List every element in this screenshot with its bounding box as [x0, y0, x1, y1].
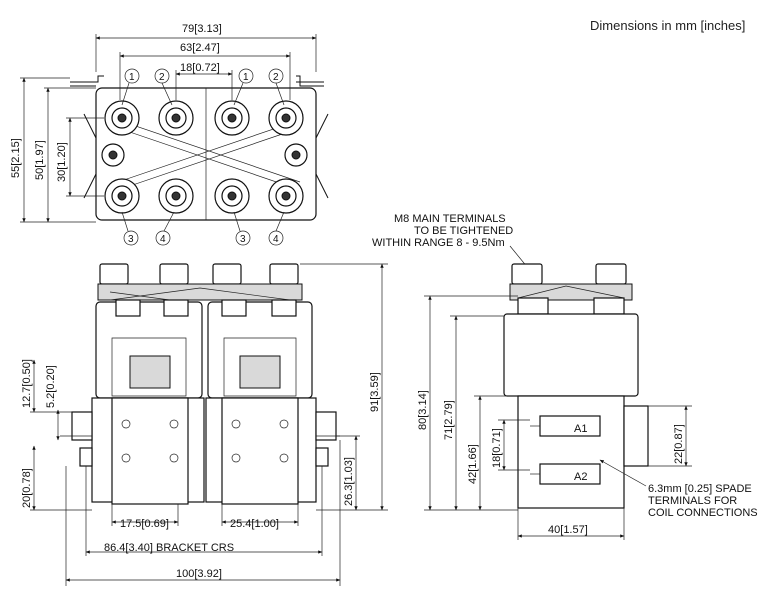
dim-25-4: 25.4[1.00]: [221, 504, 299, 530]
dim-height-overall: 55[2.15]: [10, 77, 96, 223]
svg-text:3: 3: [240, 234, 246, 245]
units-note: Dimensions in mm [inches]: [590, 18, 745, 33]
dim-height-terminals: 30[1.20]: [56, 117, 104, 197]
note-spade-3: COIL CONNECTIONS: [648, 507, 758, 519]
svg-text:86.4[3.40] BRACKET CRS: 86.4[3.40] BRACKET CRS: [104, 542, 234, 554]
top-terminals: [104, 100, 304, 136]
dim-17-5: 17.5[0.69]: [111, 504, 179, 530]
note-spade-2: TERMINALS FOR: [648, 495, 737, 507]
svg-text:40[1.57]: 40[1.57]: [548, 524, 588, 536]
dim-side-22: 22[0.87]: [648, 405, 692, 467]
dim-width-overall: 79[3.13]: [95, 23, 317, 72]
top-view: 1 2 1 2 3 4 3 4 79[3.13] 63[2.47]: [10, 23, 329, 246]
dim-26-3: 26.3[1.03]: [336, 435, 360, 511]
dim-bracket-crs: 86.4[3.40] BRACKET CRS: [85, 466, 323, 556]
svg-text:63[2.47]: 63[2.47]: [180, 42, 220, 54]
note-main-terminals-3: WITHIN RANGE 8 - 9.5Nm: [372, 237, 505, 249]
dim-12-7: 12.7[0.50]: [21, 359, 72, 413]
side-view: M8 MAIN TERMINALS TO BE TIGHTENED WITHIN…: [372, 213, 758, 540]
coil-label-a2: A2: [574, 471, 587, 483]
svg-text:2: 2: [273, 72, 279, 83]
svg-text:26.3[1.03]: 26.3[1.03]: [343, 457, 355, 506]
svg-text:1: 1: [243, 72, 249, 83]
svg-text:50[1.97]: 50[1.97]: [34, 140, 46, 180]
dim-20: 20[0.78]: [21, 445, 92, 511]
dim-front-height: 91[3.59]: [300, 263, 388, 511]
svg-text:1: 1: [129, 72, 135, 83]
svg-text:79[3.13]: 79[3.13]: [182, 23, 222, 35]
coil-label-a1: A1: [574, 423, 587, 435]
svg-text:20[0.78]: 20[0.78]: [21, 468, 33, 508]
svg-text:80[3.14]: 80[3.14]: [417, 390, 429, 430]
svg-text:2: 2: [159, 72, 165, 83]
terminal-numbers-bottom: 3 4 3 4: [121, 211, 285, 246]
dim-front-width: 100[3.92]: [65, 440, 341, 586]
dim-5-2: 5.2[0.20]: [45, 365, 60, 441]
dim-height-body: 50[1.97]: [34, 87, 96, 223]
svg-text:12.7[0.50]: 12.7[0.50]: [21, 359, 33, 408]
svg-text:55[2.15]: 55[2.15]: [10, 138, 22, 178]
svg-text:91[3.59]: 91[3.59]: [369, 372, 381, 412]
dim-width-inner: 63[2.47]: [119, 42, 291, 100]
dim-side-42: 42[1.66]: [467, 395, 518, 511]
svg-text:22[0.87]: 22[0.87]: [673, 424, 685, 464]
note-spade-1: 6.3mm [0.25] SPADE: [648, 483, 752, 495]
dim-side-40: 40[1.57]: [517, 508, 625, 540]
svg-text:100[3.92]: 100[3.92]: [176, 568, 222, 580]
svg-text:30[1.20]: 30[1.20]: [56, 142, 68, 182]
svg-text:4: 4: [273, 234, 279, 245]
bottom-terminals: [104, 178, 304, 214]
svg-text:71[2.79]: 71[2.79]: [443, 400, 455, 440]
dim-center-gap: 18[0.72]: [175, 62, 233, 100]
dim-side-18: 18[0.71]: [491, 419, 530, 471]
front-nuts: [97, 263, 303, 305]
bracket-holes: [121, 419, 289, 463]
dim-side-71: 71[2.79]: [443, 315, 504, 511]
note-main-terminals-1: M8 MAIN TERMINALS: [394, 213, 506, 225]
svg-text:17.5[0.69]: 17.5[0.69]: [120, 518, 169, 530]
dim-side-80: 80[3.14]: [417, 295, 518, 511]
svg-text:4: 4: [160, 234, 166, 245]
svg-text:18[0.71]: 18[0.71]: [491, 428, 503, 468]
terminal-numbers-top: 1 2 1 2: [121, 68, 285, 106]
svg-text:5.2[0.20]: 5.2[0.20]: [45, 365, 57, 408]
front-view: 91[3.59] 26.3[1.03] 12.7[0.50] 5.2[0.20]…: [21, 263, 388, 586]
svg-text:25.4[1.00]: 25.4[1.00]: [230, 518, 279, 530]
note-main-terminals-2: TO BE TIGHTENED: [414, 225, 513, 237]
svg-text:18[0.72]: 18[0.72]: [180, 62, 220, 74]
svg-text:3: 3: [128, 234, 134, 245]
svg-text:42[1.66]: 42[1.66]: [467, 444, 479, 484]
